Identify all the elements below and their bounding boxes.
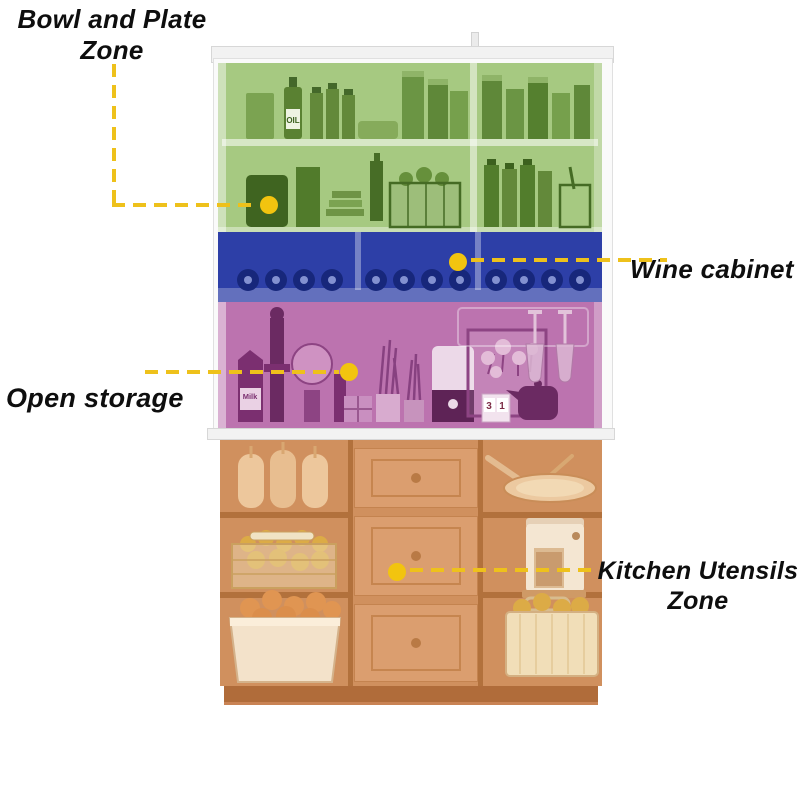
drawer-knob [411,638,421,648]
cabinet-frame-bottom [218,227,602,232]
open-storage-items-silhouette: Milk [238,307,589,423]
bowl-plate-zone-label: Bowl and Plate Zone [6,4,218,66]
orange-bin-silhouette [228,590,342,683]
pepper-mill-silhouette [334,374,346,422]
leader-line-wine [471,258,667,262]
cabinet-frame-right [594,63,602,232]
fruit-basket-silhouette [505,593,599,677]
pitcher-silhouette [246,167,320,227]
hanging-wine-glasses-silhouette [457,307,589,383]
callout-dot-kitchen [388,563,406,581]
drawer-panel [371,615,461,671]
wine-bottle-slot [293,269,315,291]
cabinet-plinth [224,686,598,705]
wine-bottle-slot [513,269,535,291]
bread-bags-silhouette [238,442,328,508]
coffee-maker-silhouette [522,518,586,598]
wine-bottle-cork [300,276,308,284]
svg-text:OIL: OIL [286,116,299,125]
leader-line-bowl-vertical [112,64,116,206]
cabinet-frame-left [218,302,226,428]
svg-text:3: 3 [486,401,492,412]
wine-bottle-cork [548,276,556,284]
cabinet-counter-board [207,428,615,440]
callout-dot-wine [449,253,467,271]
wine-bottle-slot [421,269,443,291]
lower-cabinet-divider [348,440,353,686]
wine-bottle-cork [244,276,252,284]
drawer-panel [371,459,461,497]
svg-text:Milk: Milk [243,392,258,401]
kitchen-utensils-label-line1: Kitchen Utensils [597,557,799,585]
lower-cabinet-shelf [220,512,348,518]
bowl-plate-zone-label-line1: Bowl and Plate [17,4,207,34]
svg-text:1: 1 [499,401,505,412]
wine-bottle-cork [492,276,500,284]
milk-carton-silhouette: Milk [238,350,263,422]
bowl-plate-zone-label-line2: Zone [80,35,144,65]
tall-bottle-silhouette [370,153,383,221]
wine-bottle-slot [365,269,387,291]
wire-basket-silhouette [388,167,462,229]
glass-cabinet-shelf [222,139,598,146]
wine-bottle-cork [328,276,336,284]
callout-dot-bowl [260,196,278,214]
drawer-knob [411,473,421,483]
wine-bottle-slot [569,269,591,291]
frying-pan-silhouette [485,454,597,503]
drawer-panel [371,527,461,585]
drawer [354,604,478,682]
bowl-plate-items-silhouette: OIL [246,71,592,229]
cabinet-frame-right [594,302,602,428]
lower-cabinet-divider [478,440,483,686]
wine-bottle-slot [321,269,343,291]
sauce-bottles-silhouette [484,159,592,229]
zone-overlay-kitchen-utensils [220,440,602,686]
leader-line-bowl-horizontal [112,203,258,207]
desk-calendar-silhouette: 3 1 [481,393,511,423]
oil-bottle-silhouette: OIL [284,77,302,139]
wine-bottle-cork [428,276,436,284]
bulb-lamp-silhouette [291,343,333,422]
wine-bottle-cork [372,276,380,284]
wine-bottle-cork [272,276,280,284]
wine-bottle-cork [456,276,464,284]
crate-silhouette [344,396,372,422]
cabinet-frame-left [218,63,226,232]
wine-bottle-cork [576,276,584,284]
kitchen-utensils-items-silhouette [228,442,599,683]
paper-bag-silhouette [246,93,274,139]
wine-bottle-slot [237,269,259,291]
wine-bottle-cork [520,276,528,284]
drawer [354,516,478,596]
zone-overlay-wine-cabinet [218,232,602,302]
wine-bottle-slot [485,269,507,291]
spice-bottles-silhouette [310,83,398,139]
wine-bottle-cork [400,276,408,284]
callout-dot-open-storage [340,363,358,381]
lower-cabinet-shelf [483,512,602,518]
kitchen-utensils-zone-label: Kitchen Utensils Zone [592,556,800,616]
wine-bottle-slot [449,269,471,291]
canister-jars-silhouette [402,71,590,139]
drawer [354,448,478,508]
lower-cabinet-shelf [220,592,348,598]
book-stack-silhouette [326,191,364,216]
wine-bottle-slot [541,269,563,291]
leader-line-kitchen [410,568,598,572]
glass-cabinet-divider [470,63,477,232]
potted-plants-silhouette [376,339,424,422]
kitchen-utensils-label-line2: Zone [667,587,729,615]
wine-bottle-slot [393,269,415,291]
zone-overlay-open-storage: Milk [218,302,602,428]
beer-tap-silhouette [264,307,290,422]
leader-line-open-storage [145,370,339,374]
wine-rack-divider [355,232,361,290]
lemon-basket-silhouette [231,530,337,589]
wine-bottle-slot [265,269,287,291]
drawer-knob [411,551,421,561]
zone-overlay-bowl-plate: OIL [218,63,602,232]
open-storage-label: Open storage [6,383,184,413]
wine-rack-front-rail [218,288,602,302]
